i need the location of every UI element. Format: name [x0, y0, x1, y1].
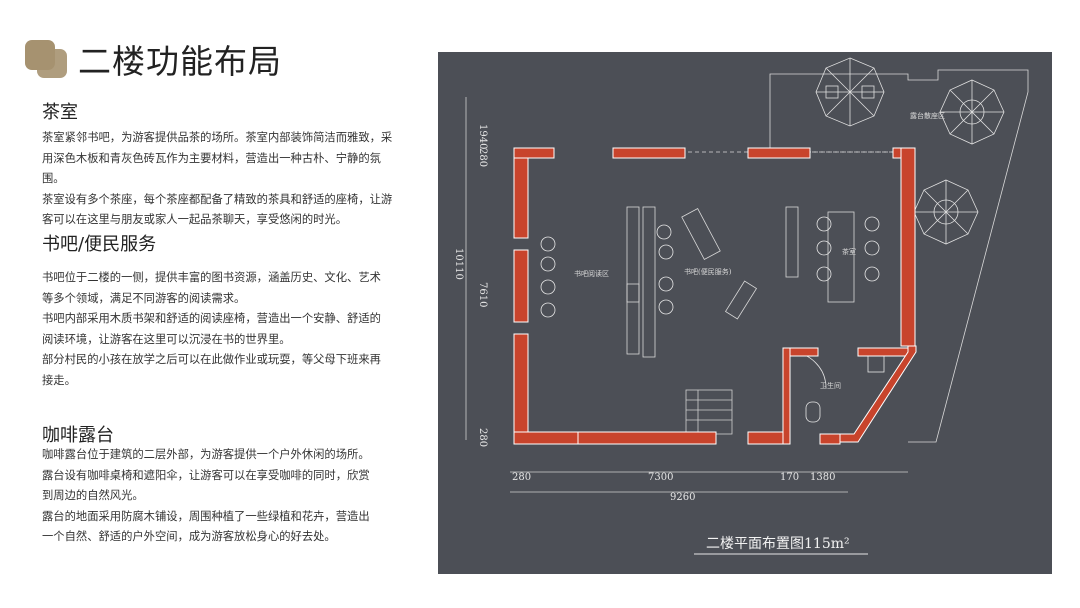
- paragraph-line: 客可以在这里与朋友或家人一起品茶聊天，享受悠闲的时光。: [42, 213, 348, 226]
- paragraph-line: 用深色木板和青灰色砖瓦作为主要材料，营造出一种古朴、宁静的氛围。: [42, 151, 381, 186]
- chair-icon: [540, 216, 880, 318]
- paragraph-line: 露台的地面采用防腐木铺设，周围种植了一些绿植和花卉，营造出: [42, 509, 370, 523]
- section-heading-coffee-terrace: 咖啡露台: [42, 425, 114, 446]
- paragraph-line: 书吧内部采用木质书架和舒适的阅读座椅，营造出一个安静、舒适的: [42, 312, 381, 325]
- wall: [513, 249, 529, 323]
- paragraph-line: 阅读环境，让游客在这里可以沉浸在书的世界里。: [42, 332, 291, 346]
- sink-icon: [867, 353, 885, 373]
- paragraph-line: 咖啡露台位于建筑的二层外部，为游客提供一个户外休闲的场所。: [42, 448, 370, 461]
- paragraph-line: 茶室紧邻书吧，为游客提供品茶的场所。茶室内部装饰简洁而雅致，采: [42, 131, 393, 144]
- wall: [819, 433, 841, 445]
- room-label-book-bar: 书吧(便民服务): [684, 267, 732, 276]
- dim-bottom-2: 7300: [648, 472, 673, 483]
- dim-bottom-1: 280: [512, 472, 531, 483]
- paragraph-line: 等多个领域，满足不同游客的阅读需求。: [42, 291, 246, 305]
- dim-left-4: 7610: [477, 282, 488, 307]
- dim-left-2: 280: [477, 148, 488, 167]
- dim-bottom-total: 9260: [670, 492, 695, 503]
- paragraph-line: 一个自然、舒适的户外空间，成为游客放松身心的好去处。: [42, 530, 336, 543]
- floor-plan-caption: 二楼平面布置图115m²: [706, 536, 850, 552]
- room-label-tea-room: 茶室: [842, 247, 856, 256]
- display-table: [681, 208, 721, 260]
- title-logo-icon: [25, 40, 67, 78]
- room-label-reading-area: 书吧阅读区: [574, 269, 609, 278]
- section-body-coffee-terrace: 咖啡露台位于建筑的二层外部，为游客提供一个户外休闲的场所。 露台设有咖啡桌椅和遮…: [42, 445, 402, 548]
- wall: [782, 347, 791, 445]
- wall: [612, 147, 686, 159]
- wall: [577, 431, 717, 445]
- dim-left-5: 280: [477, 428, 488, 447]
- bookshelf: [626, 206, 640, 303]
- section-heading-book-bar: 书吧/便民服务: [42, 234, 157, 255]
- wall: [747, 431, 789, 445]
- wall: [513, 431, 585, 445]
- wall: [513, 333, 529, 445]
- wall: [513, 147, 529, 239]
- page-title: 二楼功能布局: [78, 42, 282, 81]
- toilet-icon: [805, 401, 821, 423]
- wall: [747, 147, 811, 159]
- umbrella-icon: [913, 179, 979, 245]
- bookshelf: [626, 283, 640, 355]
- dim-left-3: 10110: [453, 248, 464, 280]
- bookshelf: [642, 206, 656, 358]
- wall: [900, 147, 916, 347]
- dim-left-1: 1940: [477, 124, 488, 149]
- dim-bottom-4: 1380: [810, 472, 835, 483]
- paragraph-line: 接走。: [42, 373, 76, 387]
- wall: [513, 147, 555, 159]
- floor-plan-drawing: 露台散座区 书吧阅读区 书吧(便民服务) 茶室 卫生间 1940 280 101…: [453, 57, 1029, 555]
- paragraph-line: 茶室设有多个茶座，每个茶座都配备了精致的茶具和舒适的座椅，让游: [42, 192, 393, 206]
- paragraph-line: 露台设有咖啡桌椅和遮阳伞，让游客可以在享受咖啡的同时，欣赏: [42, 468, 370, 482]
- umbrella-icon: [939, 79, 1005, 145]
- terrace-outline: [769, 69, 1029, 443]
- wall: [789, 347, 819, 357]
- staircase: [685, 389, 733, 435]
- room-label-restroom: 卫生间: [820, 381, 841, 390]
- section-body-tea-room: 茶室紧邻书吧，为游客提供品茶的场所。茶室内部装饰简洁而雅致，采 用深色木板和青灰…: [42, 128, 402, 231]
- umbrella-icon: [815, 57, 885, 127]
- wall: [832, 345, 917, 443]
- floor-plan: 露台散座区 书吧阅读区 书吧(便民服务) 茶室 卫生间 1940 280 101…: [438, 52, 1052, 574]
- room-label-terrace: 露台散座区: [910, 111, 945, 120]
- wall: [857, 347, 909, 357]
- display-table: [724, 280, 758, 320]
- paragraph-line: 书吧位于二楼的一侧，提供丰富的图书资源，涵盖历史、文化、艺术: [42, 271, 381, 284]
- paragraph-line: 到周边的自然风光。: [42, 489, 144, 502]
- tea-table: [827, 211, 855, 303]
- dim-bottom-3: 170: [780, 472, 799, 483]
- tea-shelf: [785, 206, 799, 278]
- section-heading-tea-room: 茶室: [42, 102, 78, 123]
- section-body-book-bar: 书吧位于二楼的一侧，提供丰富的图书资源，涵盖历史、文化、艺术 等多个领域，满足不…: [42, 268, 402, 391]
- paragraph-line: 部分村民的小孩在放学之后可以在此做作业或玩耍，等父母下班来再: [42, 353, 381, 366]
